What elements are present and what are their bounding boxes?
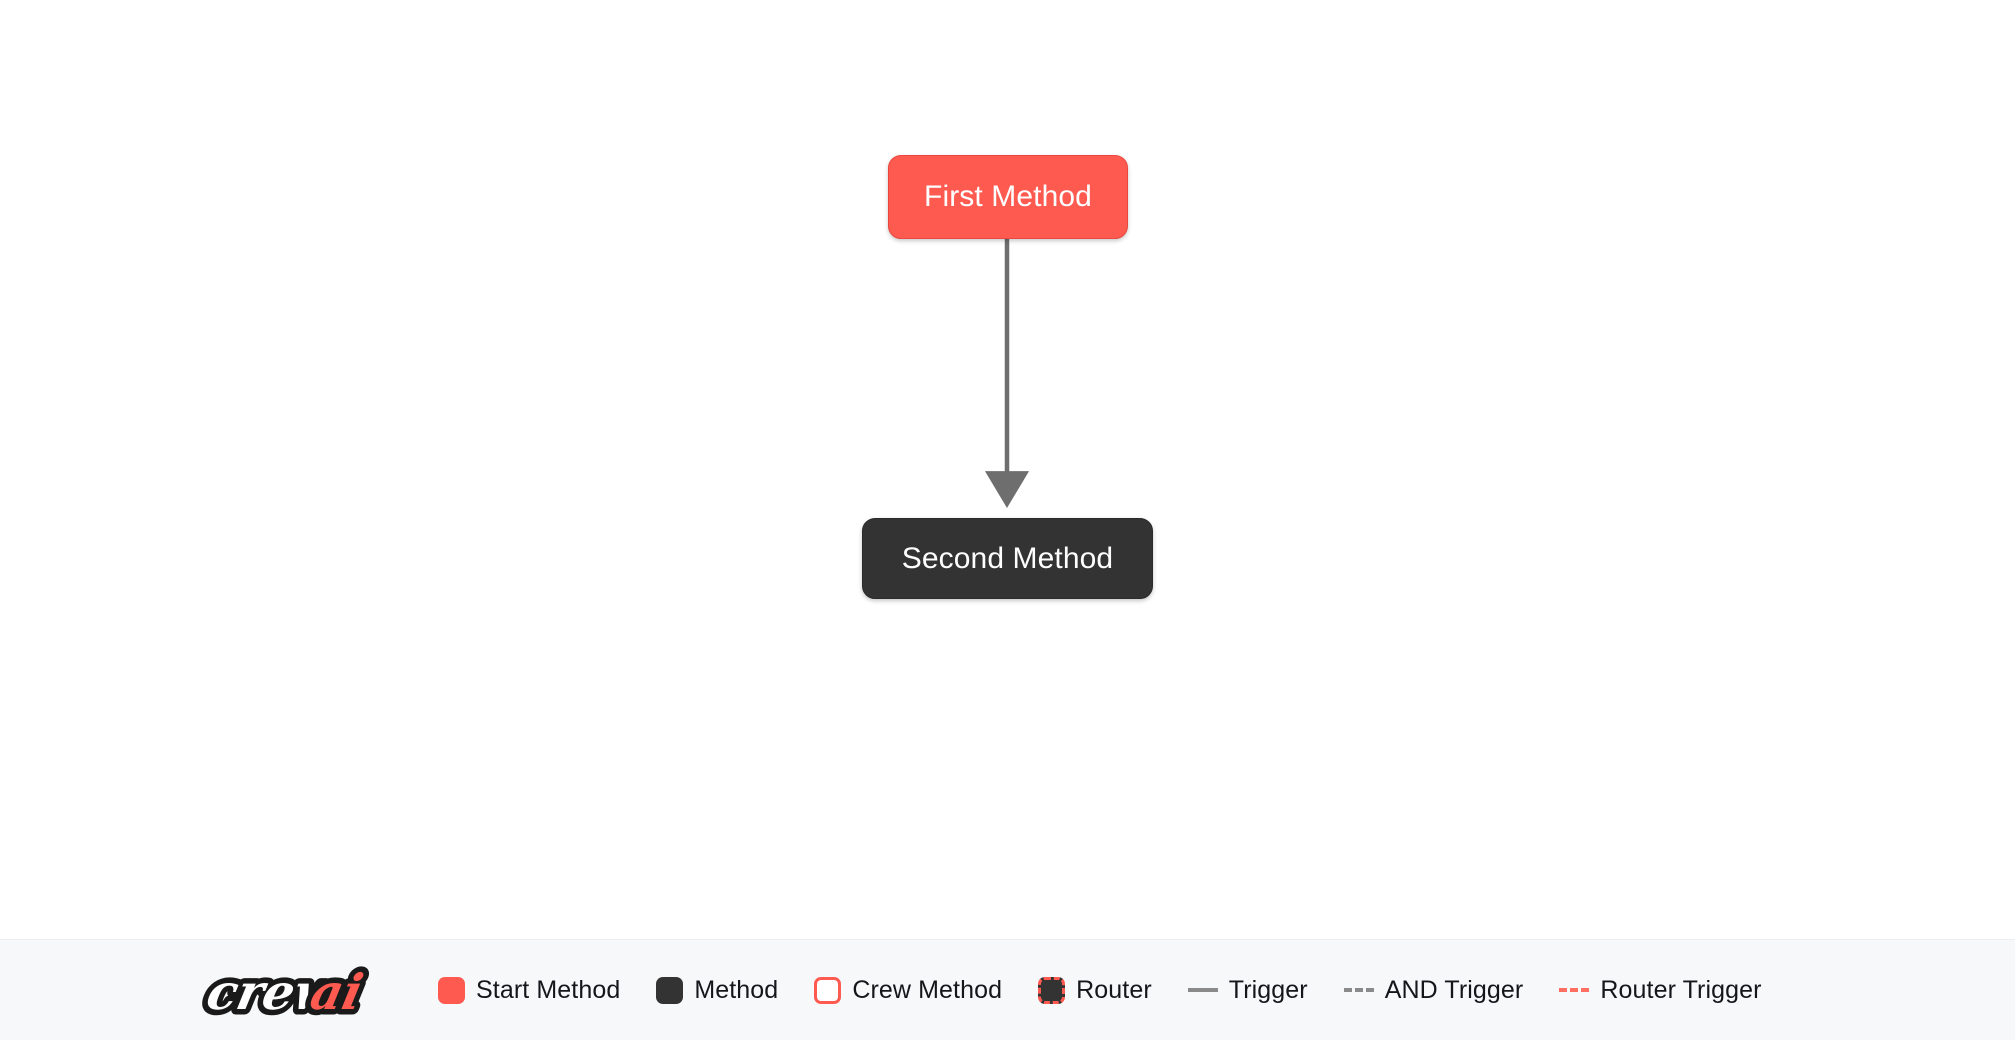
logo-crew-outline: crew [202,964,344,1021]
edge-layer [984,239,1030,508]
legend-label: Router [1076,975,1152,1004]
start-method-swatch-icon [438,976,465,1004]
flow-node-label: Second Method [901,541,1114,575]
legend-item-router: Router [1038,976,1152,1005]
legend-bar: crew crew ai ai Start Method Method Crew… [0,939,2015,1040]
legend-item-crew-method: Crew Method [814,976,1002,1005]
flow-node-second-method[interactable]: Second Method [862,518,1153,599]
flow-node-label: First Method [924,180,1092,213]
router-swatch-icon [1038,976,1066,1004]
legend-items: Start Method Method Crew Method Router T… [438,976,1762,1005]
legend-label: Start Method [476,975,621,1004]
legend-item-router-trigger: Router Trigger [1559,976,1761,1005]
legend-item-method: Method [656,976,778,1005]
legend-label: Crew Method [852,975,1003,1004]
logo-ai-fill: ai [306,964,368,1021]
legend-label: Method [694,975,779,1004]
router-trigger-line-icon [1559,988,1590,992]
flow-node-first-method[interactable]: First Method [888,155,1128,239]
method-swatch-icon [656,976,684,1004]
legend-label: Trigger [1228,975,1308,1004]
trigger-line-icon [1187,988,1218,992]
and-trigger-line-icon [1343,988,1374,992]
legend-item-start-method: Start Method [438,976,620,1005]
legend-item-and-trigger: AND Trigger [1343,975,1524,1005]
crew-method-swatch-icon [814,976,842,1004]
legend-label: AND Trigger [1384,975,1524,1004]
crewai-logo: crew crew ai ai [196,958,373,1026]
flow-canvas[interactable]: First Method Second Method [0,0,2015,939]
legend-label: Router Trigger [1600,975,1762,1004]
legend-item-trigger: Trigger [1187,975,1308,1005]
logo-crew-fill: crew [202,964,344,1021]
